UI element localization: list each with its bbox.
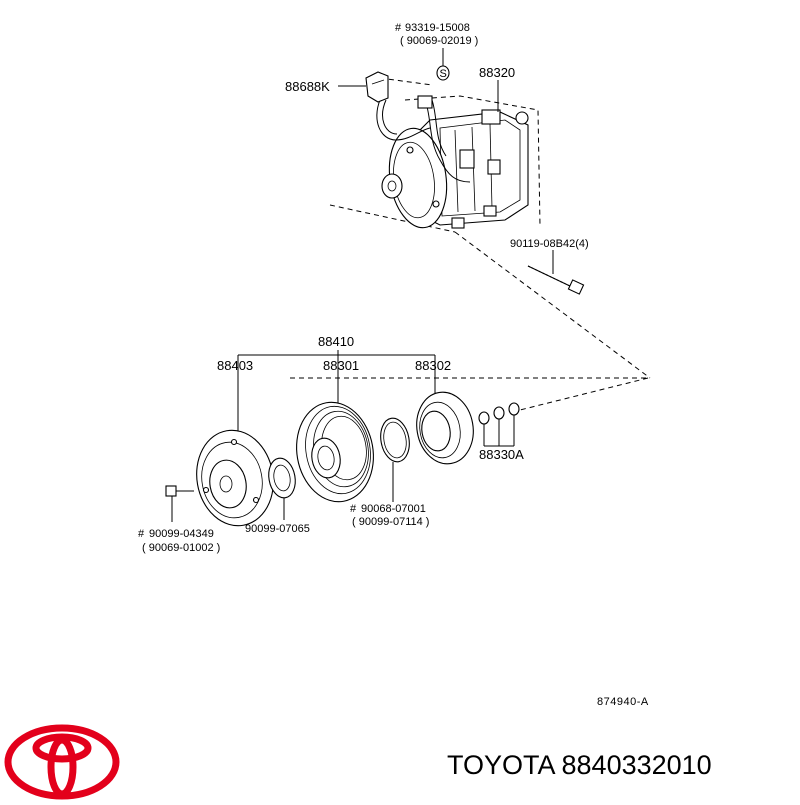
label-90099-07065: 90099-07065 [245,523,310,535]
reference-number: 874940-A [597,696,649,708]
label-88330a: 88330A [479,447,524,462]
compressor-assembly: S [290,48,651,411]
shim-90099-07065 [268,457,296,520]
part-labels: # 93319-15008 ( 90069-02019 ) 88688K 883… [138,22,649,708]
label-90099-04349: 90099-04349 [149,528,214,540]
hash-mark-3: # [350,503,357,515]
label-88301: 88301 [323,358,359,373]
hash-mark-2: # [138,528,145,540]
s-mark-label: S [440,68,447,80]
label-90119-08b42: 90119-08B42(4) [510,238,589,250]
label-90068-07001: 90068-07001 [361,503,426,515]
wire-harness [376,95,471,183]
label-88410: 88410 [318,334,354,349]
label-88403: 88403 [217,358,253,373]
snap-ring-90068 [380,417,410,502]
bolt-90119 [527,265,585,295]
pulley-88301 [296,401,374,503]
label-90069-02019: ( 90069-02019 ) [400,35,478,47]
label-88302: 88302 [415,358,451,373]
label-93319-15008: 93319-15008 [405,22,470,34]
hash-mark: # [395,22,402,34]
shims-88330a [478,402,520,447]
brand-text: TOYOTA 8840332010 [447,750,712,780]
compressor-front-clutch [381,127,448,229]
field-coil-88302 [416,391,474,465]
label-90099-07114: ( 90099-07114 ) [352,516,429,528]
bolt-90099-04349 [165,485,194,522]
seal-93319: S [436,65,450,81]
bracket-88688k [365,71,389,103]
shim-dashed-line [519,377,649,411]
assembly-dashed-line-right [454,231,651,379]
assembly-dashed-line [329,204,456,233]
label-90069-01002: ( 90069-01002 ) [142,542,220,554]
label-88688k: 88688K [285,79,330,94]
pressure-plate-88403 [196,429,274,527]
label-88320: 88320 [479,65,515,80]
toyota-logo [4,724,120,800]
clutch-exploded-view [165,350,520,527]
